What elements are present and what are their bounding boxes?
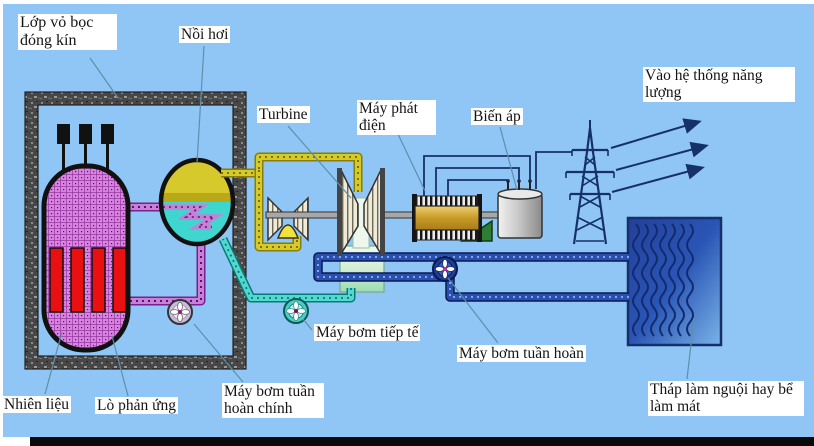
- steam-pipe: [221, 152, 363, 252]
- reactor-vessel: [41, 124, 131, 353]
- steam-generator: [158, 157, 236, 247]
- hp-turbine-icon: [267, 196, 309, 242]
- power-wires: [423, 151, 572, 196]
- label-leader-lines: [44, 45, 695, 397]
- fuel-rods: [49, 247, 127, 313]
- cooling-water-pipe: [313, 252, 629, 302]
- feedwater-pump-label: Máy bơm tiếp tế: [314, 324, 421, 342]
- cooling-pond: [626, 216, 723, 347]
- grid-arrows: [610, 118, 709, 193]
- bottom-bar: [30, 437, 814, 446]
- primary-pump-label: Máy bơm tuần hoàn chính: [222, 383, 324, 418]
- generator-label: Máy phát điện: [357, 100, 436, 135]
- primary-pump-icon: [167, 299, 193, 325]
- feedwater-pipe: [218, 237, 356, 303]
- feedwater-pump-icon: [283, 298, 309, 324]
- power-grid-label: Vào hệ thống năng lượng: [643, 67, 795, 102]
- transmission-tower-icon: [565, 120, 615, 245]
- containment-label: Lớp vỏ bọc đóng kín: [18, 14, 117, 50]
- circulation-pump-icon: [432, 256, 458, 282]
- fuel-label: Nhiên liệu: [2, 396, 71, 414]
- steam-boiler-label: Nồi hơi: [179, 26, 231, 44]
- reactor-label: Lò phản ứng: [95, 397, 178, 415]
- circulation-pump-label: Máy bơm tuần hoàn: [457, 345, 586, 363]
- transformer-label: Biến áp: [471, 108, 523, 126]
- transformer-icon: [497, 179, 543, 239]
- turbine-label: Turbine: [257, 106, 310, 124]
- generator-icon: [412, 194, 493, 242]
- containment-wall: [24, 91, 247, 370]
- cooling-tower-label: Tháp làm nguội hay bể làm mát: [648, 381, 804, 416]
